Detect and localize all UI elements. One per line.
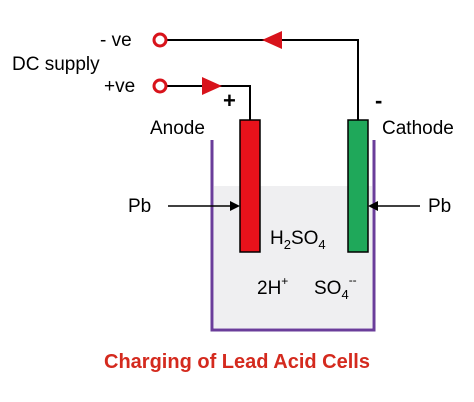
current-arrow-negative: [262, 31, 282, 49]
positive-wire: [166, 85, 251, 120]
diagram-caption: Charging of Lead Acid Cells: [104, 351, 370, 373]
anode-sign: +: [223, 88, 236, 113]
acid-formula: H2SO4: [270, 228, 326, 252]
left-pb-label: Pb: [128, 196, 151, 217]
anode-label: Anode: [150, 118, 205, 139]
cathode-electrode: [347, 119, 369, 253]
positive-terminal: [152, 78, 168, 94]
dc-supply-label: DC supply: [12, 54, 100, 75]
sulfate-ion: SO4--: [314, 273, 357, 302]
cathode-sign: -: [375, 88, 382, 113]
left-pb-arrowhead: [230, 201, 240, 211]
positive-terminal-label: +ve: [104, 76, 135, 97]
negative-terminal-label: - ve: [100, 30, 132, 51]
right-pb-arrowhead: [368, 201, 378, 211]
right-pb-label: Pb: [428, 196, 451, 217]
hydrogen-ion: 2H+: [257, 274, 288, 299]
current-arrow-positive: [202, 77, 222, 95]
cell-container: [210, 140, 376, 332]
cathode-label: Cathode: [382, 118, 454, 139]
negative-terminal: [152, 32, 168, 48]
negative-wire: [166, 39, 359, 120]
anode-electrode: [239, 119, 261, 253]
